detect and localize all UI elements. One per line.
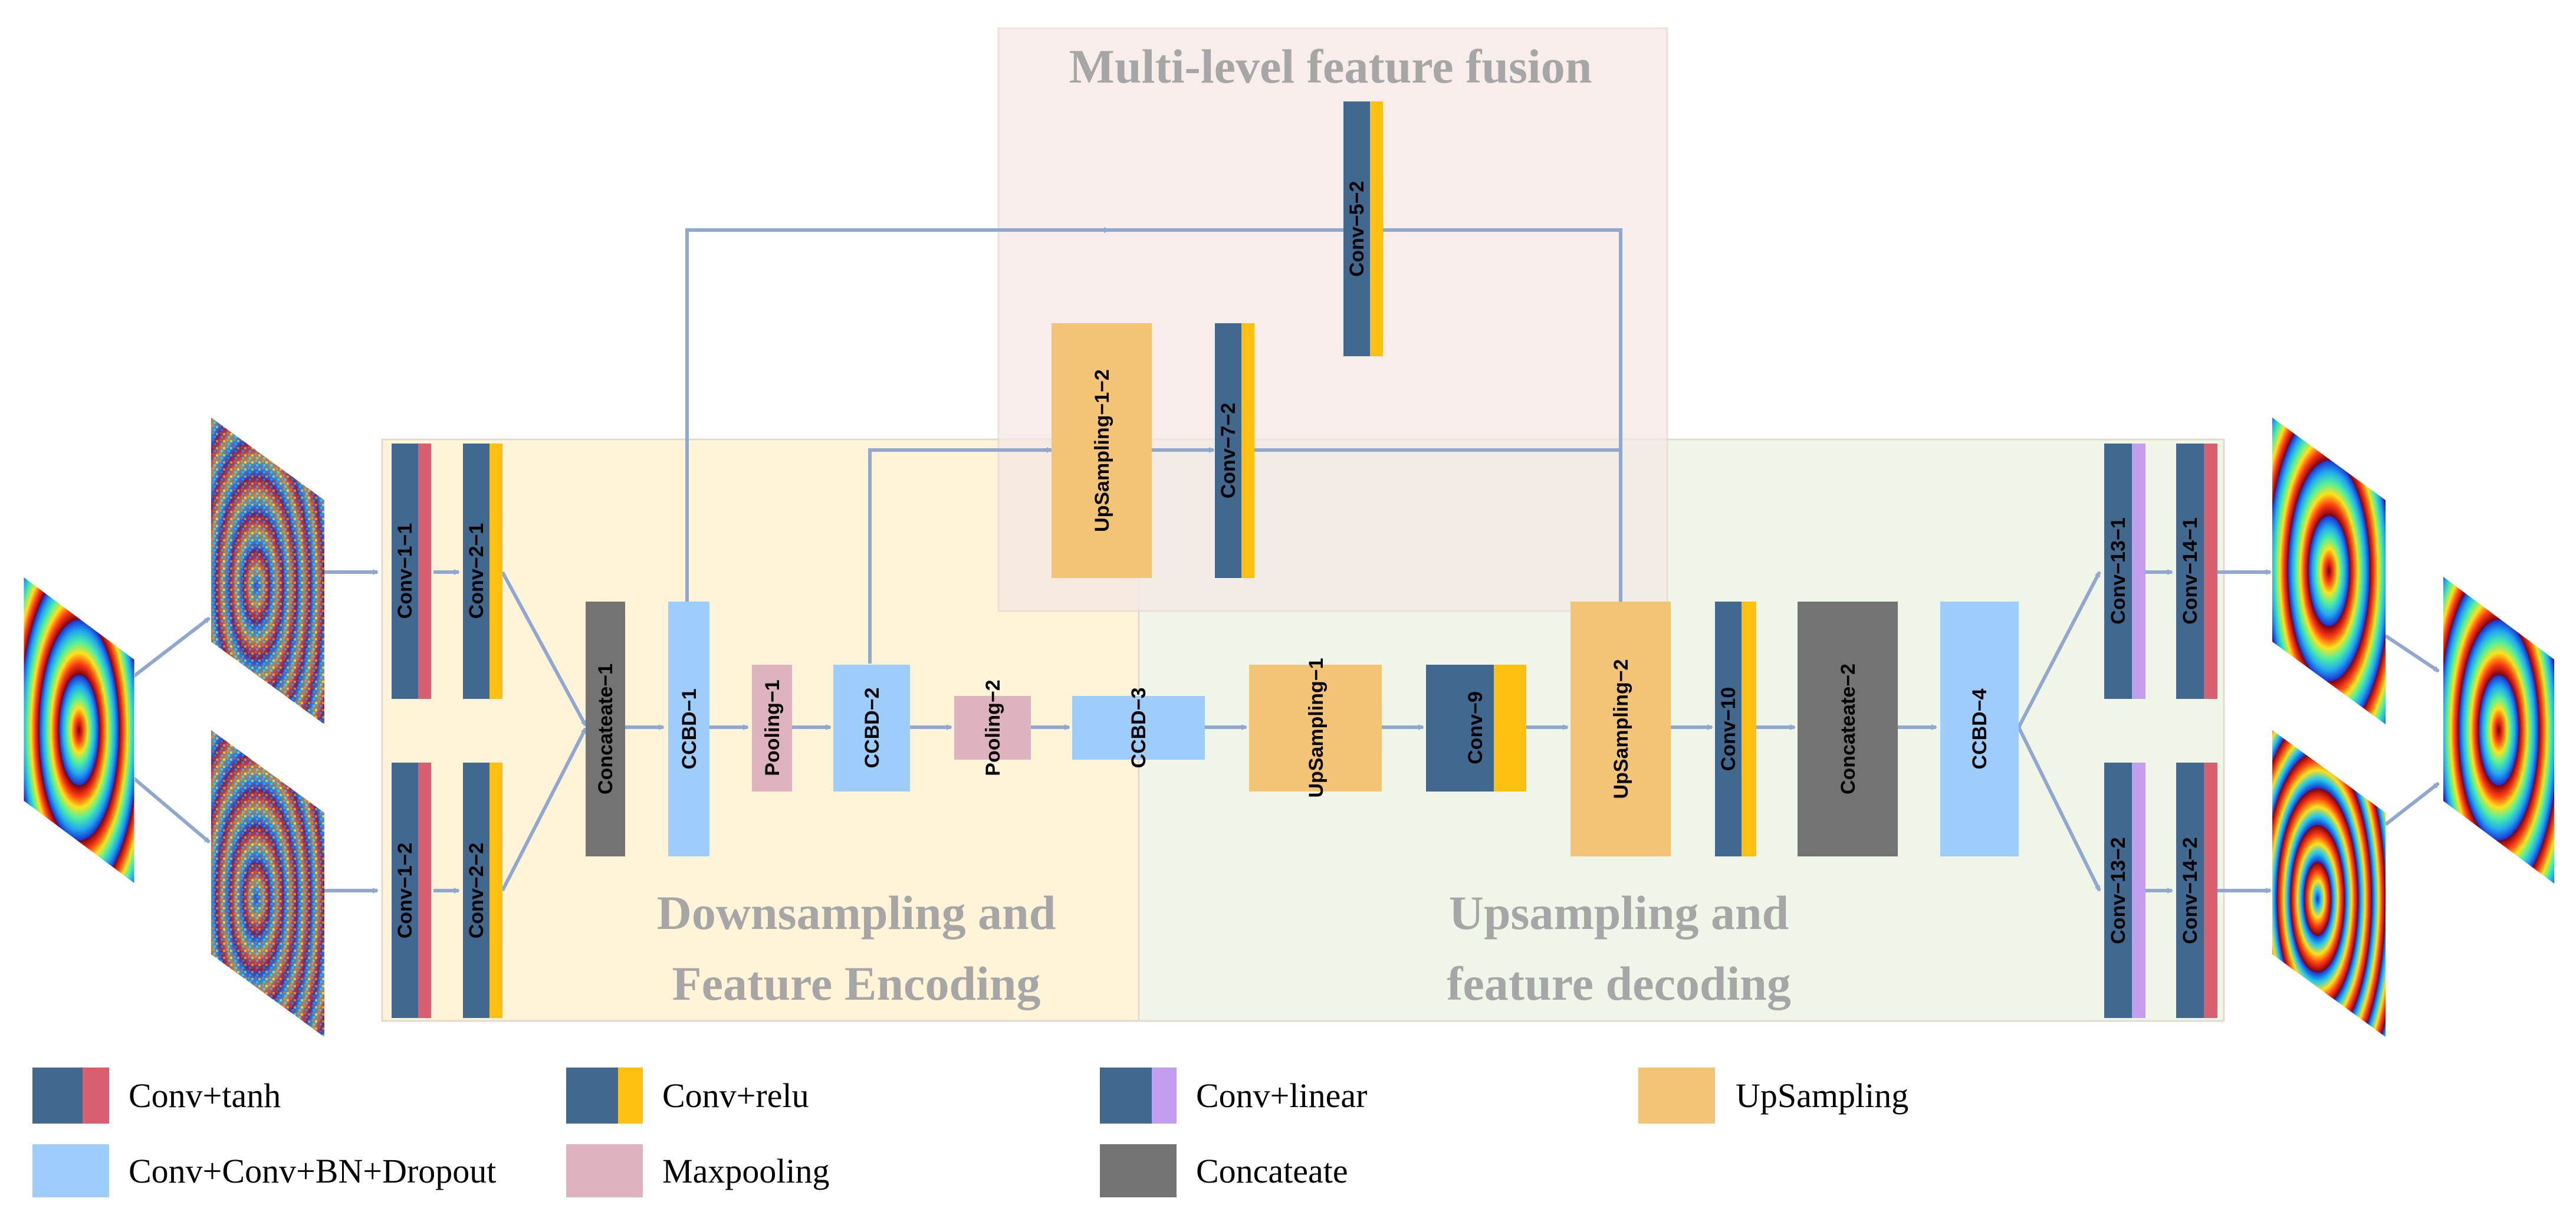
legend-conv-tanh: Conv+tanh [32, 1068, 281, 1124]
arrow-ccbd-4-to-conv-13-1 [2017, 571, 2101, 728]
block-label-concateate-2: Concateate−2 [1837, 664, 1859, 794]
block-conv-14-2: Conv−14−2 [2176, 763, 2217, 1018]
block-label-upsampling-1: UpSampling−1 [1305, 658, 1328, 797]
legend-maxpooling: Maxpooling [566, 1144, 830, 1197]
block-conv-9: Conv−9 [1426, 665, 1526, 792]
decoding-region-title-line2: feature decoding [1447, 957, 1791, 1010]
block-label-conv-7-2: Conv−7−2 [1217, 403, 1240, 499]
block-label-ccbd-3: CCBD−3 [1128, 688, 1150, 769]
skip-ccbd-1-to-conv-5-2 [685, 228, 1622, 602]
block-label-upsampling-2: UpSampling−2 [1610, 659, 1632, 799]
legend-upsampling: UpSampling [1638, 1068, 1908, 1124]
block-label-ccbd-2: CCBD−2 [861, 688, 883, 769]
block-label-conv-13-1: Conv−13−1 [2107, 517, 2130, 624]
block-upsampling-1-2: UpSampling−1−2 [1052, 323, 1152, 578]
legend-label-conv-linear: Conv+linear [1196, 1076, 1367, 1115]
block-label-conv-2-1: Conv−2−1 [465, 523, 488, 619]
skip-ccbd-2-to-upsampling-1-2 [868, 447, 1053, 664]
block-label-conv-14-1: Conv−14−1 [2179, 517, 2202, 624]
arrow-out-top-to-output [2384, 634, 2440, 673]
legend-conv-linear: Conv+linear [1100, 1068, 1367, 1124]
arrow-input-to-top [132, 616, 211, 679]
legend-label-conv-relu: Conv+relu [662, 1076, 809, 1115]
legend: Conv+tanh Conv+relu Conv+linear UpSampli… [32, 1068, 1908, 1197]
block-label-conv-1-2: Conv−1−2 [394, 843, 416, 939]
block-label-pooling-1: Pooling−1 [761, 679, 784, 776]
output-branch-bottom-image [2272, 730, 2386, 1037]
block-label-conv-1-1: Conv−1−1 [394, 523, 416, 619]
block-label-concateate-1: Concateate−1 [594, 664, 617, 794]
block-label-conv-10: Conv−10 [1717, 687, 1740, 771]
block-pooling-1: Pooling−1 [752, 665, 792, 792]
fusion-region-title: Multi-level feature fusion [1069, 40, 1592, 93]
block-conv-2-2: Conv−2−2 [463, 763, 502, 1018]
block-label-conv-13-2: Conv−13−2 [2107, 837, 2130, 944]
connections [132, 227, 2440, 894]
block-label-pooling-2: Pooling−2 [982, 679, 1004, 776]
legend-concateate: Concateate [1100, 1144, 1348, 1197]
block-label-conv-5-2: Conv−5−2 [1346, 181, 1368, 277]
output-branch-top-image [2272, 418, 2386, 724]
block-label-conv-9: Conv−9 [1464, 691, 1487, 764]
block-label-conv-2-2: Conv−2−2 [465, 843, 488, 939]
legend-conv-relu: Conv+relu [566, 1068, 809, 1124]
decoding-region-title-line1: Upsampling and [1449, 886, 1789, 940]
legend-ccbd: Conv+Conv+BN+Dropout [32, 1144, 496, 1197]
block-label-upsampling-1-2: UpSampling−1−2 [1091, 369, 1113, 532]
input-branch-top-overlay [211, 418, 324, 724]
legend-label-ccbd: Conv+Conv+BN+Dropout [129, 1152, 496, 1190]
block-upsampling-2: UpSampling−2 [1570, 602, 1671, 856]
encoding-region-title-line1: Downsampling and [657, 886, 1056, 940]
block-label-ccbd-4: CCBD−4 [1969, 688, 1991, 769]
encoding-region-title-line2: Feature Encoding [672, 957, 1041, 1010]
block-conv-13-1: Conv−13−1 [2104, 444, 2145, 699]
block-pooling-2: Pooling−2 [954, 679, 1031, 776]
block-conv-14-1: Conv−14−1 [2176, 444, 2217, 699]
legend-label-concateate: Concateate [1196, 1152, 1348, 1190]
arrow-out-bottom-to-output [2384, 781, 2440, 826]
block-concateate-1: Concateate−1 [586, 602, 625, 856]
block-upsampling-1: UpSampling−1 [1249, 658, 1382, 798]
legend-label-conv-tanh: Conv+tanh [129, 1076, 281, 1115]
block-conv-10: Conv−10 [1715, 602, 1756, 856]
block-conv-5-2: Conv−5−2 [1343, 101, 1383, 356]
input-branch-bottom-overlay [211, 730, 324, 1037]
block-ccbd-2: CCBD−2 [833, 665, 910, 792]
output-fringe-image [2443, 577, 2554, 884]
arrow-conv-2-1-to-concat [501, 571, 587, 727]
arrow-input-to-bottom [132, 776, 211, 844]
arrow-conv-2-2-to-concat [501, 727, 587, 892]
block-conv-1-2: Conv−1−2 [392, 763, 431, 1018]
legend-label-upsampling: UpSampling [1736, 1076, 1908, 1115]
legend-label-maxpooling: Maxpooling [662, 1152, 830, 1190]
block-label-ccbd-1: CCBD−1 [678, 689, 701, 770]
block-ccbd-1: CCBD−1 [668, 602, 709, 856]
block-concateate-2: Concateate−2 [1798, 602, 1898, 856]
block-conv-2-1: Conv−2−1 [463, 444, 502, 699]
block-conv-13-2: Conv−13−2 [2104, 763, 2145, 1018]
block-conv-7-2: Conv−7−2 [1215, 323, 1254, 578]
input-fringe-image [23, 576, 135, 884]
block-ccbd-4: CCBD−4 [1940, 602, 2019, 856]
block-label-conv-14-2: Conv−14−2 [2179, 837, 2202, 944]
arrow-ccbd-4-to-conv-13-2 [2017, 726, 2101, 892]
block-ccbd-3: CCBD−3 [1072, 688, 1205, 769]
block-conv-1-1: Conv−1−1 [392, 444, 431, 699]
